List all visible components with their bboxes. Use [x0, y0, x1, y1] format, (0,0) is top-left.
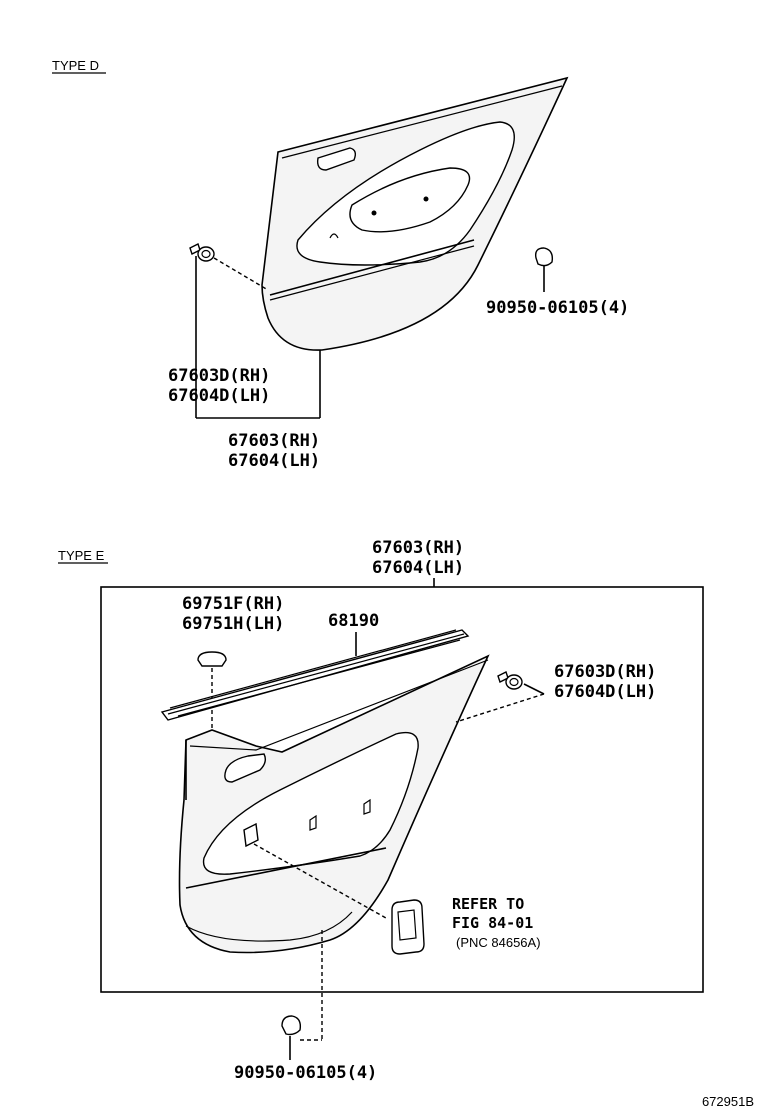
type-d-clip-label-rh: 67603D(RH) — [168, 366, 270, 386]
type-e-cap-label: 90950-06105(4) — [234, 1063, 377, 1083]
type-e-clip-icon — [497, 671, 523, 690]
type-e-refer-line-1: REFER TO — [452, 895, 524, 913]
type-e-clip-label-lh: 67604D(LH) — [554, 682, 656, 702]
type-d-cap-label: 90950-06105(4) — [486, 298, 629, 318]
type-e-weatherstrip — [160, 629, 470, 721]
type-e-clip-callout-line — [523, 683, 545, 695]
type-d-cap-icon — [534, 247, 554, 267]
type-e-switch-leader — [253, 843, 387, 919]
type-e-weatherstrip-label: 68190 — [328, 611, 379, 631]
type-d-screw-hole-1 — [371, 210, 377, 216]
type-d-panel-top-edge — [281, 85, 563, 159]
type-e-plug-icon — [197, 651, 227, 667]
type-e-label: TYPE E — [58, 548, 105, 563]
type-e-clip-label-rh: 67603D(RH) — [554, 662, 656, 682]
type-e-clip-hole-1 — [309, 814, 317, 831]
type-e-switch-hole — [243, 822, 259, 848]
type-d-screw-hole-2 — [423, 196, 429, 202]
type-d-hole-3 — [329, 233, 339, 239]
type-e-cap-icon — [281, 1015, 302, 1036]
type-e-panel-top-edge — [189, 659, 489, 751]
type-d-lower-trim-line-2 — [269, 245, 475, 301]
type-d-section: TYPE D 67603D(RH) 67604D(LH) 67603(RH) 6… — [52, 58, 629, 471]
type-e-clip-hole-2 — [363, 798, 371, 815]
type-d-panel-label-lh: 67604(LH) — [228, 451, 320, 471]
type-d-clip-leader — [213, 257, 269, 291]
type-e-switch-bezel-icon — [391, 899, 425, 955]
figure-id: 672951B — [702, 1094, 754, 1109]
type-d-clip-icon — [189, 243, 215, 262]
type-e-bottom-edge-line — [185, 911, 353, 942]
type-e-frame — [100, 586, 704, 993]
type-e-section: TYPE E 67603(RH) 67604(LH) 69751F(RH) 69… — [58, 538, 704, 1083]
type-d-door-handle — [316, 147, 357, 171]
type-e-door-handle — [224, 753, 267, 783]
type-e-refer-line-2: FIG 84-01 — [452, 914, 533, 932]
type-d-panel-label-rh: 67603(RH) — [228, 431, 320, 451]
type-e-plug-label-lh: 69751H(LH) — [182, 614, 284, 634]
type-d-clip-label-lh: 67604D(LH) — [168, 386, 270, 406]
type-e-refer-line-3: (PNC 84656A) — [456, 935, 541, 950]
type-e-panel-label-rh: 67603(RH) — [372, 538, 464, 558]
type-e-lower-trim-line — [185, 847, 387, 889]
type-e-plug-label-rh: 69751F(RH) — [182, 594, 284, 614]
type-e-panel-label-lh: 67604(LH) — [372, 558, 464, 578]
type-d-label: TYPE D — [52, 58, 99, 73]
type-d-lower-trim-line — [269, 239, 475, 296]
type-d-inner-pocket — [349, 167, 471, 233]
type-e-clip-leader — [455, 693, 545, 723]
